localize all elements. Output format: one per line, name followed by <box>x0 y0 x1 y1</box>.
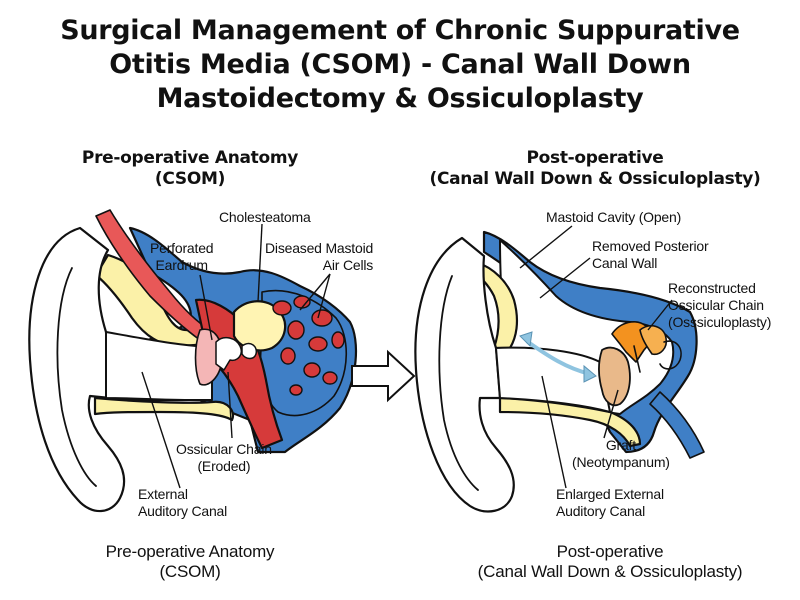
label-diseased-mastoid-line-2: Air Cells <box>322 257 374 273</box>
title-line-2: Otitis Media (CSOM) - Canal Wall Down <box>109 49 691 80</box>
inner-ear-structure <box>659 340 682 370</box>
pre-op-caption: Pre-operative Anatomy (CSOM) <box>60 542 320 582</box>
auricle-post-inner-fold <box>438 275 479 491</box>
post-op-ear-drawing <box>414 230 705 513</box>
eustachian-tube-region <box>649 391 705 459</box>
label-mastoid-cavity-text: Mastoid Cavity (Open) <box>546 209 682 225</box>
pre-op-leader-lines <box>141 223 331 489</box>
label-diseased-mastoid: Diseased Mastoid Air Cells <box>265 240 373 274</box>
ossicle-strut <box>633 345 641 373</box>
label-reconstructed-ossicular-chain: Reconstructed Ossicular Chain (Osssiculo… <box>668 280 771 331</box>
label-ossicular-chain-line-2: (Eroded) <box>197 458 251 474</box>
label-enlarged-line-1: Enlarged External <box>556 486 664 502</box>
reconstructed-ossicle-incus <box>639 325 668 356</box>
label-ossicular-chain-line-1: Ossicular Chain <box>176 441 272 457</box>
label-perforated-eardrum-line-1: Perforated <box>150 240 214 256</box>
auricle-inner-fold <box>56 267 97 487</box>
label-removed-posterior-canal-wall: Removed Posterior Canal Wall <box>592 238 709 272</box>
title-line-3: Mastoidectomy & Ossiculoplasty <box>156 83 644 114</box>
graft-neotympanum <box>598 346 631 407</box>
post-op-leader-lines <box>519 225 673 489</box>
label-ossicular-chain: Ossicular Chain (Eroded) <box>176 441 272 475</box>
title-line-1: Surgical Management of Chronic Suppurati… <box>60 15 740 46</box>
label-enlarged-external-canal: Enlarged External Auditory Canal <box>556 486 664 520</box>
label-external-auditory-canal-line-1: External <box>138 486 188 502</box>
pre-op-caption-line-1: Pre-operative Anatomy <box>105 542 275 561</box>
post-op-caption: Post-operative (Canal Wall Down & Ossicu… <box>440 542 780 582</box>
post-op-heading: Post-operative (Canal Wall Down & Ossicu… <box>420 148 770 190</box>
diagram-title: Surgical Management of Chronic Suppurati… <box>0 14 800 116</box>
label-external-auditory-canal: External Auditory Canal <box>138 486 227 520</box>
post-op-heading-line-2: (Canal Wall Down & Ossiculoplasty) <box>429 169 761 189</box>
label-graft: Graft (Neotympanum) <box>572 437 670 471</box>
transition-arrow <box>351 349 416 403</box>
label-perforated-eardrum: Perforated Eardrum <box>150 240 214 274</box>
label-perforated-eardrum-line-2: Eardrum <box>155 257 208 273</box>
label-removed-posterior-line-2: Canal Wall <box>592 255 658 271</box>
eroded-ossicle-fragment <box>241 342 258 360</box>
pre-op-ear-drawing <box>28 209 358 513</box>
pre-op-caption-line-2: (CSOM) <box>159 562 221 581</box>
label-diseased-mastoid-line-1: Diseased Mastoid <box>265 240 374 256</box>
post-op-caption-line-2: (Canal Wall Down & Ossiculoplasty) <box>477 562 743 581</box>
label-reconstructed-line-2: Ossicular Chain <box>668 297 764 313</box>
post-op-heading-line-1: Post-operative <box>526 148 664 168</box>
yellow-skin-lining-lower <box>93 396 235 422</box>
label-external-auditory-canal-line-2: Auditory Canal <box>138 503 228 519</box>
eroded-ossicle <box>215 336 242 371</box>
label-reconstructed-line-1: Reconstructed <box>668 280 756 296</box>
label-enlarged-line-2: Auditory Canal <box>556 503 646 519</box>
label-cholesteatoma: Cholesteatoma <box>219 209 311 226</box>
label-graft-line-1: Graft <box>605 437 636 453</box>
pre-op-heading-line-1: Pre-operative Anatomy <box>81 148 299 168</box>
label-removed-posterior-line-1: Removed Posterior <box>592 238 709 254</box>
pre-op-heading: Pre-operative Anatomy (CSOM) <box>60 148 320 190</box>
pre-op-heading-line-2: (CSOM) <box>154 169 226 189</box>
external-auditory-canal <box>105 331 213 401</box>
post-op-caption-line-1: Post-operative <box>556 542 664 561</box>
label-reconstructed-line-3: (Osssiculoplasty) <box>668 314 772 330</box>
label-cholesteatoma-text: Cholesteatoma <box>219 209 311 225</box>
canal-wall-removal-arrow <box>519 331 597 383</box>
label-graft-line-2: (Neotympanum) <box>572 454 670 470</box>
label-mastoid-cavity: Mastoid Cavity (Open) <box>546 209 681 226</box>
